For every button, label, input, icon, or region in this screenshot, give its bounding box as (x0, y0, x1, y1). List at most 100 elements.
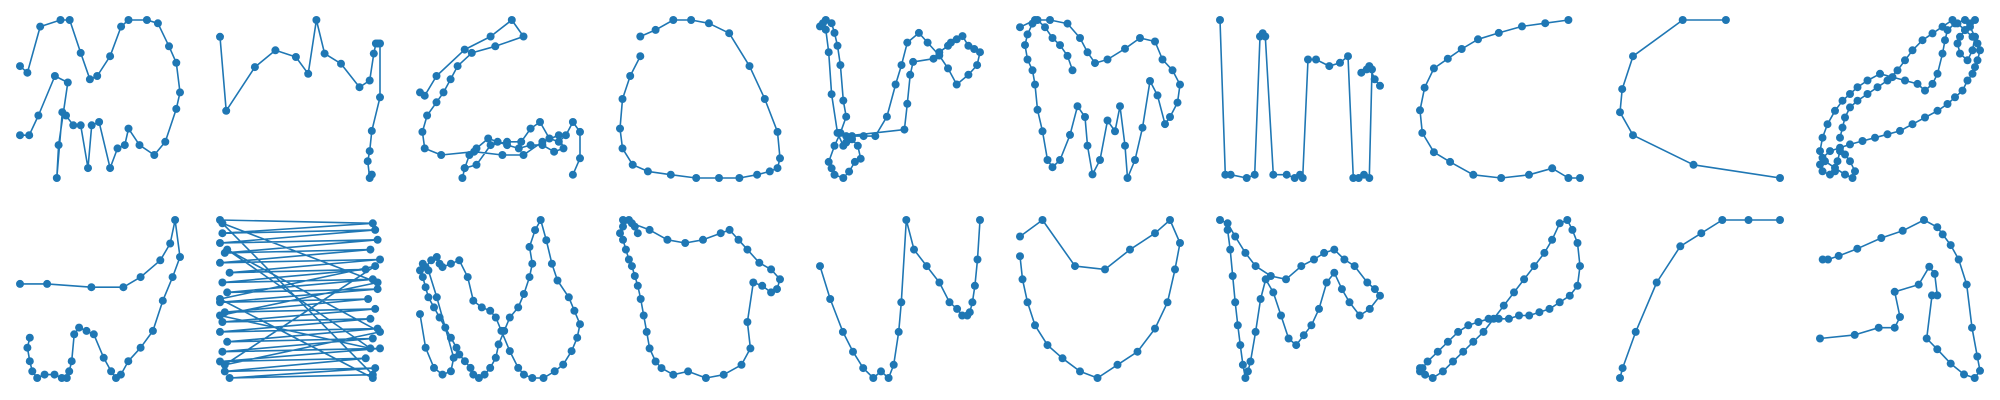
data-point (1277, 311, 1285, 320)
data-point (1933, 345, 1942, 354)
subplot-4 (616, 16, 784, 182)
data-point (216, 311, 224, 320)
data-point (945, 298, 954, 307)
data-point (142, 16, 151, 24)
data-point (1123, 174, 1132, 182)
data-point (1971, 63, 1979, 72)
data-point (1307, 321, 1316, 330)
data-point (1043, 156, 1052, 164)
data-point (1251, 262, 1260, 271)
data-point (636, 295, 645, 303)
data-point (818, 19, 827, 28)
data-point (824, 157, 833, 166)
data-point (1963, 56, 1972, 65)
series-line (219, 219, 381, 379)
data-point (1433, 347, 1442, 356)
data-point (576, 127, 584, 136)
subplot-19 (1616, 216, 1784, 382)
data-point (1834, 251, 1843, 260)
data-point (1365, 62, 1374, 71)
data-point (1973, 56, 1982, 65)
data-point (1066, 130, 1074, 139)
data-point (156, 256, 165, 265)
data-point (1548, 164, 1557, 173)
data-point (1336, 58, 1344, 67)
data-point (1242, 174, 1251, 182)
data-point (568, 118, 577, 126)
data-point (1241, 374, 1250, 382)
data-point (902, 216, 911, 224)
data-point (1058, 354, 1067, 363)
data-point (216, 258, 224, 267)
data-point (376, 344, 384, 353)
data-point (218, 347, 227, 356)
data-point (466, 363, 475, 372)
data-point (1325, 62, 1334, 71)
data-point (1576, 174, 1584, 182)
data-point (1282, 170, 1291, 179)
data-point (432, 98, 441, 107)
data-point (1951, 93, 1959, 102)
data-point (371, 364, 380, 373)
data-point (1833, 157, 1842, 166)
data-point (367, 170, 376, 179)
data-point (900, 125, 909, 134)
data-point (884, 374, 893, 382)
data-point (28, 367, 37, 376)
data-point (743, 318, 752, 326)
data-point (1853, 244, 1862, 253)
data-point (491, 353, 500, 362)
data-point (1345, 298, 1354, 307)
data-point (430, 303, 438, 312)
data-point (376, 93, 384, 102)
data-point (1499, 301, 1508, 310)
data-point (704, 19, 713, 28)
data-point (23, 68, 32, 77)
data-point (1091, 59, 1099, 68)
data-point (760, 95, 769, 103)
data-point (1484, 314, 1493, 323)
data-point (1282, 275, 1290, 284)
data-point (550, 147, 559, 156)
data-point (1261, 275, 1270, 284)
data-point (371, 225, 380, 234)
data-point (1818, 153, 1827, 162)
data-point (1158, 55, 1167, 64)
data-point (1151, 229, 1159, 238)
data-point (161, 137, 170, 146)
data-point (1344, 52, 1352, 61)
data-point (1851, 167, 1859, 176)
data-point (1418, 128, 1427, 137)
series-line (1219, 19, 1381, 179)
data-point (486, 141, 495, 150)
subplot-13 (416, 216, 584, 382)
data-point (1269, 170, 1278, 179)
data-point (1016, 232, 1024, 241)
data-point (1504, 314, 1513, 323)
data-point (1841, 170, 1849, 179)
data-point (964, 70, 973, 79)
data-point (1846, 140, 1854, 149)
data-point (225, 374, 234, 382)
data-point (365, 147, 374, 156)
data-point (1968, 323, 1976, 332)
data-point (106, 164, 115, 173)
data-point (536, 216, 545, 224)
data-point (836, 61, 845, 70)
data-point (364, 295, 373, 303)
data-point (1914, 280, 1923, 289)
data-point (1016, 252, 1024, 261)
data-point (34, 111, 43, 120)
data-point (168, 273, 177, 282)
subplot-9 (1616, 16, 1784, 182)
data-point (889, 360, 898, 369)
data-point (824, 48, 833, 57)
data-point (1918, 36, 1927, 45)
data-point (1138, 123, 1147, 132)
data-point (816, 262, 824, 271)
data-point (84, 164, 92, 173)
data-point (498, 151, 507, 159)
data-point (1525, 311, 1534, 320)
data-point (220, 367, 229, 376)
